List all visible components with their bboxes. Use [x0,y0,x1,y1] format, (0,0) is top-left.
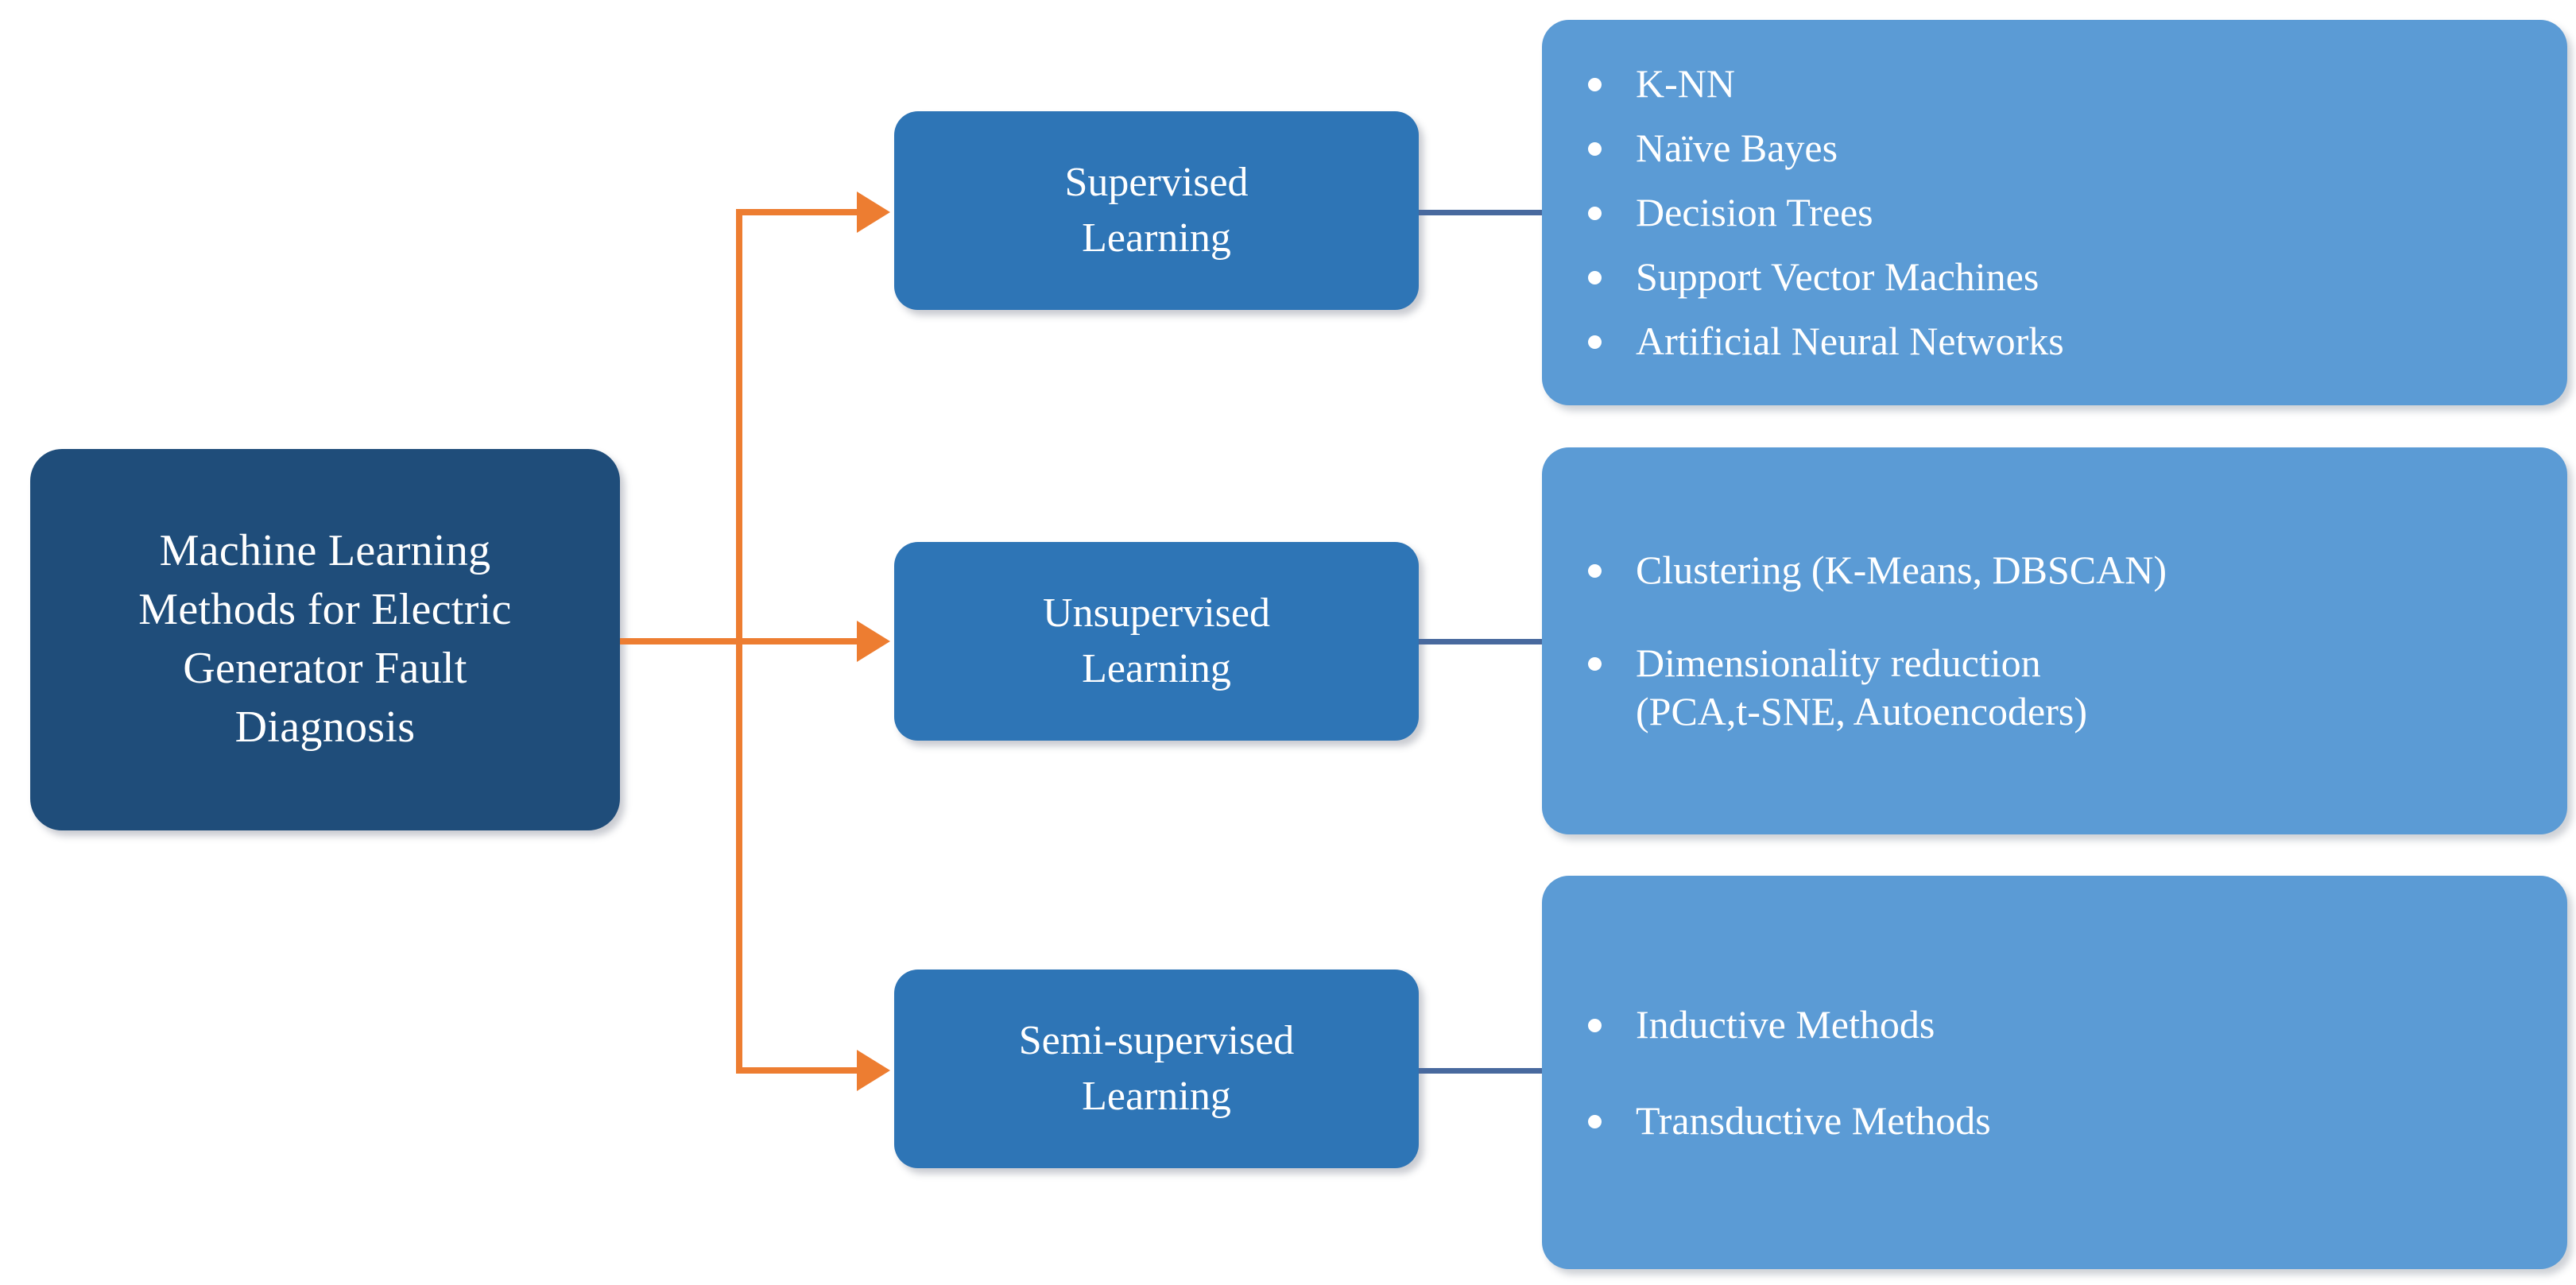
list-item: Naïve Bayes [1574,124,2523,172]
category-node-unsupervised-label: Unsupervised Learning [1043,590,1270,691]
category-node-semi-supervised[interactable]: Semi-supervised Learning [894,970,1419,1168]
list-item: Transductive Methods [1574,1097,2523,1145]
list-item: Inductive Methods [1574,1001,2523,1049]
root-node-label: Machine Learning Methods for Electric Ge… [138,526,512,752]
arrow-head-supervised-icon [857,192,890,233]
arrow-head-unsupervised-icon [857,621,890,662]
methods-list-unsupervised: Clustering (K-Means, DBSCAN) Dimensional… [1542,546,2567,736]
list-item: Decision Trees [1574,188,2523,237]
list-item: Clustering (K-Means, DBSCAN) [1574,546,2523,594]
list-item: Support Vector Machines [1574,253,2523,301]
list-item: Dimensionality reduction (PCA,t-SNE, Aut… [1574,639,2523,736]
methods-panel-unsupervised: Clustering (K-Means, DBSCAN) Dimensional… [1542,447,2567,834]
connector-arm-unsupervised [736,638,876,644]
category-node-semi-supervised-label: Semi-supervised Learning [1018,1018,1295,1119]
methods-list-semi-supervised: Inductive Methods Transductive Methods [1542,1001,2567,1145]
methods-panel-supervised: K-NN Naïve Bayes Decision Trees Support … [1542,20,2567,405]
link-line-unsupervised [1419,639,1544,644]
connector-trunk [620,638,742,644]
category-node-unsupervised[interactable]: Unsupervised Learning [894,542,1419,741]
link-line-supervised [1419,210,1544,215]
methods-panel-semi-supervised: Inductive Methods Transductive Methods [1542,876,2567,1269]
category-node-supervised-label: Supervised Learning [1064,160,1249,261]
root-node[interactable]: Machine Learning Methods for Electric Ge… [30,449,620,830]
connector-arm-semi-supervised [736,1067,876,1074]
list-item: Artificial Neural Networks [1574,317,2523,366]
link-line-semi-supervised [1419,1068,1544,1074]
list-item: K-NN [1574,60,2523,108]
arrow-head-semi-supervised-icon [857,1050,890,1091]
methods-list-supervised: K-NN Naïve Bayes Decision Trees Support … [1542,60,2567,366]
connector-arm-supervised [736,209,876,215]
category-node-supervised[interactable]: Supervised Learning [894,111,1419,310]
